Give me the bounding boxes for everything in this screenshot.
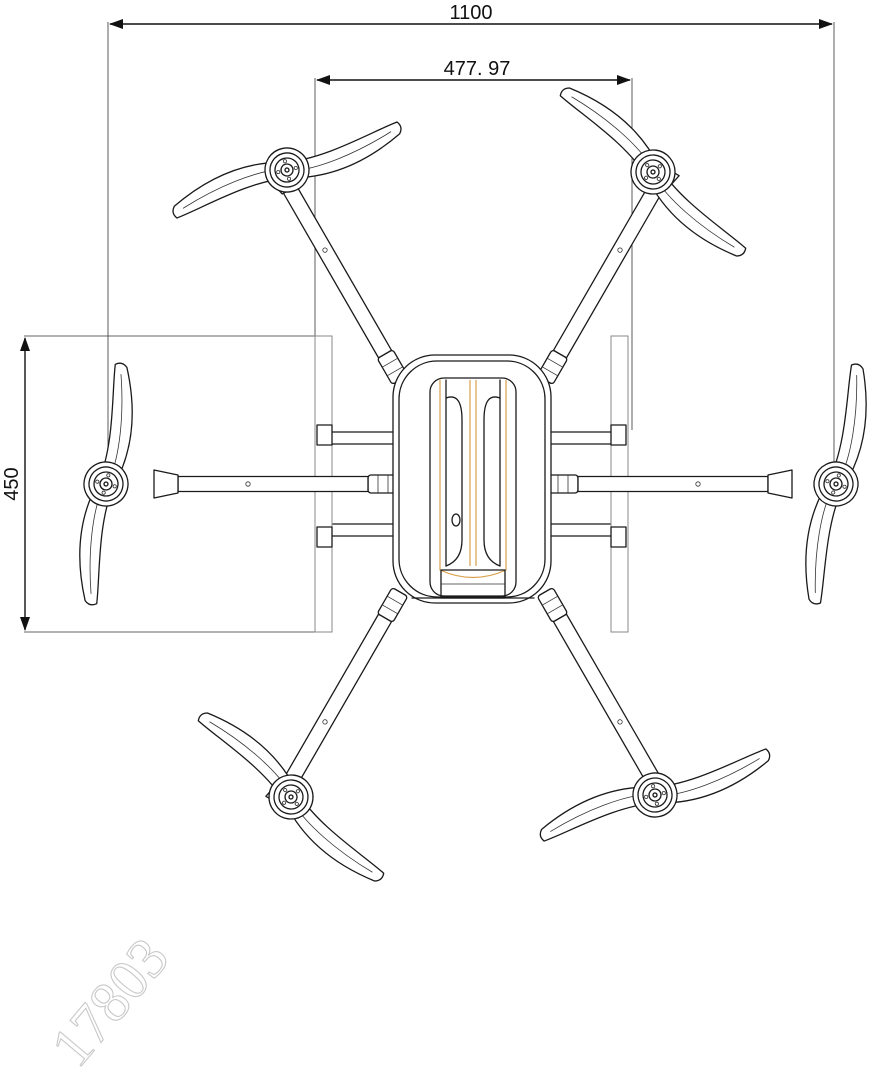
dimension-label-width: 1100 [449, 2, 492, 24]
dimension-motor-spacing: 477. 97 [317, 58, 630, 80]
motor-right-icon [778, 363, 880, 606]
dimension-overall-width: 1100 [110, 2, 832, 24]
dimension-label-spacing: 477. 97 [444, 58, 511, 80]
fuselage [393, 355, 551, 603]
motor-top-right-icon [559, 66, 748, 279]
motor-left-icon [54, 362, 159, 606]
watermark-text: 17803 [38, 925, 181, 1078]
dimension-leg-spacing: 450 [1, 338, 25, 630]
dimension-label-height: 450 [1, 467, 23, 500]
motor-top-left-icon [165, 121, 410, 218]
motor-bottom-right-icon [533, 748, 778, 841]
motor-bottom-left-icon [197, 691, 386, 904]
